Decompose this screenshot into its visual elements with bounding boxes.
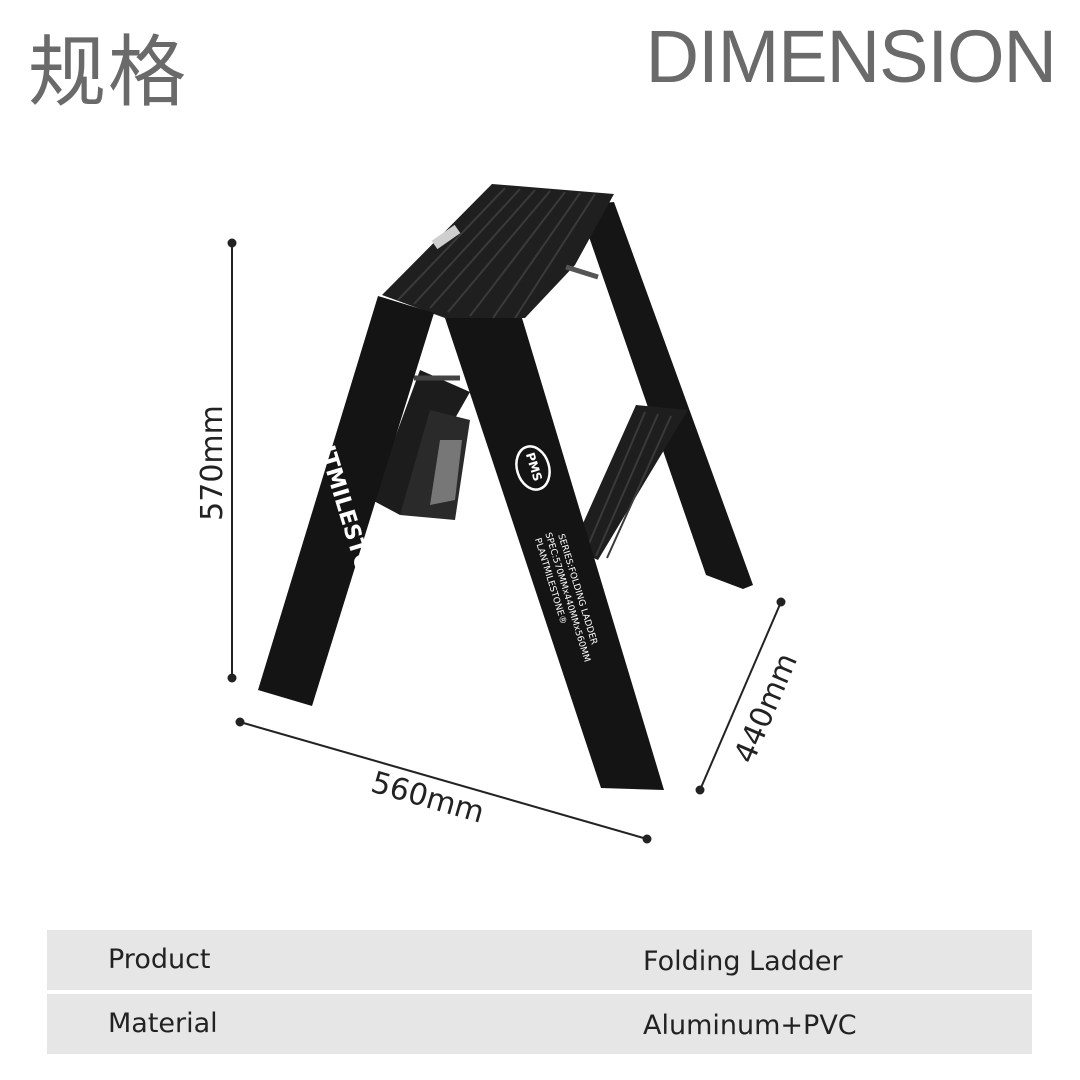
spec-row-material: Material Aluminum+PVC: [47, 994, 1032, 1054]
product-figure: 570mm 560mm 440mm: [195, 184, 805, 844]
dimension-lines: [227, 238, 786, 844]
height-dimension-label: 570mm: [195, 405, 230, 521]
page-title-en: DIMENSION: [645, 15, 1057, 98]
spec-value: Aluminum+PVC: [643, 1010, 857, 1041]
ladder-illustration: PLANTMILESTONE® PMS SERIES:FOLDING LADDE…: [258, 184, 753, 790]
spec-label: Product: [108, 944, 211, 975]
spec-label: Material: [108, 1008, 218, 1039]
spec-row-product: Product Folding Ladder: [47, 930, 1032, 990]
depth-dimension-label: 440mm: [728, 648, 805, 768]
page-title-cn: 规格: [28, 28, 189, 118]
spec-value: Folding Ladder: [643, 946, 843, 977]
spec-table: Product Folding Ladder Material Aluminum…: [47, 930, 1032, 1058]
